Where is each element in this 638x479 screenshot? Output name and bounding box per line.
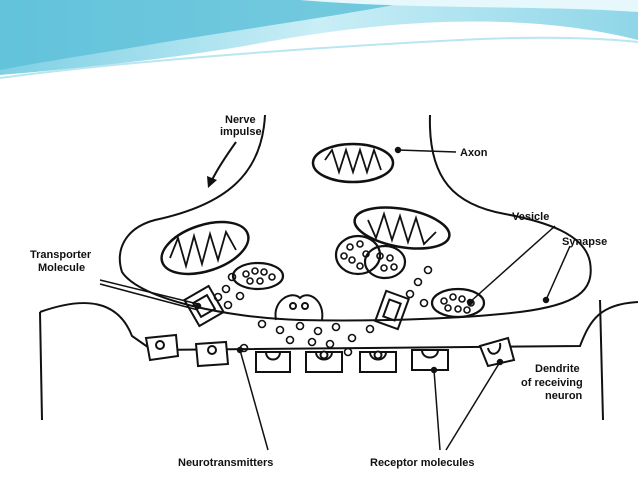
- dendrite-left-edge: [39, 311, 43, 421]
- receptor-molecules: [144, 333, 516, 373]
- label-transporter-line1: Transporter: [30, 249, 92, 261]
- label-dendrite-line3: neuron: [545, 390, 583, 402]
- label-transporter-line2: Molecule: [38, 262, 85, 274]
- vesicle-cluster-left: [231, 261, 285, 291]
- label-nerve-impulse-line2: impulse: [220, 126, 262, 138]
- mitochondrion-left: [160, 220, 250, 276]
- mitochondrion-right: [353, 206, 451, 250]
- axon-terminal-outline: [118, 114, 592, 322]
- vesicle-cluster-right: [430, 287, 486, 319]
- label-neurotransmitters: Neurotransmitters: [178, 457, 273, 469]
- leader-lines: [99, 146, 571, 451]
- transporter-molecule-right: [373, 289, 411, 331]
- exocytosis-pocket: [274, 294, 324, 321]
- label-receptor-molecules: Receptor molecules: [370, 457, 475, 469]
- label-synapse: Synapse: [562, 236, 607, 248]
- banner-wave-front: [0, 0, 420, 70]
- slide-header-banner: [0, 0, 638, 92]
- label-vesicle: Vesicle: [512, 211, 549, 223]
- dendrite-right-edge: [599, 299, 604, 421]
- mitochondrion-top: [311, 142, 395, 184]
- vesicle-cluster-center: [334, 234, 407, 280]
- label-dendrite-line2: of receiving: [521, 377, 583, 389]
- banner-wave-highlight: [300, 0, 638, 12]
- label-dendrite-line1: Dendrite: [535, 363, 580, 375]
- nerve-impulse-arrow: [211, 141, 237, 181]
- dendrite-outline: [39, 301, 638, 352]
- label-nerve-impulse-line1: Nerve: [225, 114, 256, 126]
- label-axon: Axon: [460, 147, 488, 159]
